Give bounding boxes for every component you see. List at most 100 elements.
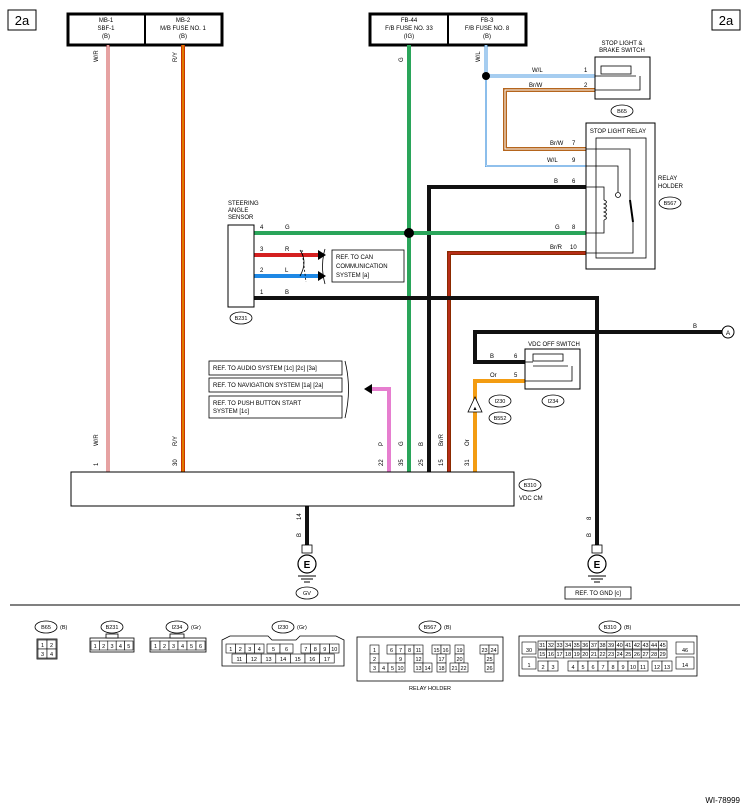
- svg-text:12: 12: [415, 657, 421, 663]
- svg-text:W/L: W/L: [547, 158, 558, 164]
- svg-text:3: 3: [41, 652, 44, 658]
- svg-text:VDC CM: VDC CM: [519, 496, 543, 502]
- svg-text:20: 20: [456, 657, 462, 663]
- stop-light-relay: STOP LIGHT RELAY 7 9 6 8 10 RELAY HOLDER…: [570, 122, 684, 270]
- connector-pin: 1: [369, 644, 380, 655]
- svg-text:15: 15: [295, 657, 301, 663]
- connector-pin: 16: [546, 649, 556, 659]
- svg-text:7: 7: [572, 141, 576, 147]
- section-tag-left: 2a: [7, 9, 37, 31]
- svg-text:8: 8: [611, 665, 614, 671]
- svg-text:I234: I234: [172, 625, 183, 631]
- connector-pin: 10: [329, 643, 340, 654]
- connector-pin: 11: [413, 644, 424, 655]
- svg-text:1: 1: [373, 648, 376, 654]
- connector-pin: 24: [615, 649, 625, 659]
- svg-text:4: 4: [382, 666, 385, 672]
- svg-text:B: B: [554, 179, 558, 185]
- connector-pin: 22: [597, 649, 608, 659]
- svg-text:8: 8: [587, 516, 593, 520]
- connector-pin: 1: [90, 640, 100, 651]
- svg-text:1: 1: [94, 644, 97, 650]
- svg-text:37: 37: [591, 643, 597, 649]
- connector-pin: 21: [449, 662, 460, 673]
- svg-text:(IG): (IG): [404, 34, 414, 40]
- svg-text:W/R: W/R: [94, 50, 100, 62]
- svg-text:11: 11: [236, 657, 242, 663]
- connector-pin: 31: [537, 640, 547, 650]
- connector-pin: 5: [387, 662, 398, 673]
- can-ref-box: REF. TO CAN COMMUNICATION SYSTEM [a]: [322, 248, 405, 285]
- svg-text:1: 1: [527, 663, 530, 669]
- connector-pin: 3: [37, 648, 48, 659]
- connector-pin: 26: [484, 662, 495, 673]
- svg-text:19: 19: [456, 648, 462, 654]
- svg-text:13: 13: [664, 665, 670, 671]
- svg-text:B231: B231: [106, 625, 119, 631]
- section-tag-right: 2a: [711, 9, 741, 31]
- svg-text:15: 15: [539, 652, 545, 658]
- connector-pin: 15: [431, 644, 442, 655]
- svg-text:29: 29: [660, 652, 666, 658]
- svg-text:24: 24: [490, 648, 496, 654]
- svg-text:24: 24: [617, 652, 623, 658]
- svg-text:17: 17: [324, 657, 330, 663]
- svg-text:9: 9: [621, 665, 624, 671]
- connector-pin: 13: [260, 653, 277, 664]
- svg-text:REF. TO CAN: REF. TO CAN: [336, 255, 373, 261]
- svg-text:5: 5: [514, 373, 518, 379]
- svg-text:15: 15: [433, 648, 439, 654]
- svg-text:21: 21: [591, 652, 597, 658]
- svg-text:L: L: [285, 268, 289, 274]
- svg-text:16: 16: [309, 657, 315, 663]
- relay-holder-caption: RELAY HOLDER: [409, 686, 451, 692]
- svg-text:7: 7: [601, 665, 604, 671]
- svg-text:14: 14: [297, 513, 303, 520]
- connector-pin: 6: [195, 640, 206, 651]
- svg-text:B310: B310: [604, 625, 617, 631]
- wire-p: P: [364, 384, 391, 472]
- svg-text:32: 32: [548, 643, 554, 649]
- connector-pin: 17: [319, 653, 335, 664]
- svg-text:2a: 2a: [15, 13, 30, 28]
- svg-text:STEERING: STEERING: [228, 201, 259, 207]
- connector-pin: 19: [572, 649, 582, 659]
- connector-pin: 9: [319, 643, 330, 654]
- svg-text:GV: GV: [303, 591, 311, 597]
- svg-text:12: 12: [654, 665, 660, 671]
- connector-pin: 14: [275, 653, 291, 664]
- wire-g-main: G G: [399, 45, 411, 472]
- connector-pin: 3: [244, 643, 255, 654]
- wire-ry: R/Y R/Y: [173, 45, 185, 472]
- svg-text:M/B FUSE NO. 1: M/B FUSE NO. 1: [160, 26, 206, 32]
- svg-text:4: 4: [119, 644, 122, 650]
- connector-pin: 27: [640, 649, 651, 659]
- svg-text:HOLDER: HOLDER: [658, 184, 684, 190]
- svg-text:3: 3: [260, 247, 264, 253]
- svg-text:B567: B567: [664, 201, 677, 207]
- svg-text:11: 11: [640, 665, 646, 671]
- svg-text:VDC OFF SWITCH: VDC OFF SWITCH: [528, 342, 580, 348]
- svg-text:2: 2: [102, 644, 105, 650]
- wire-b-offpage: B B: [473, 324, 722, 364]
- svg-text:5: 5: [581, 665, 584, 671]
- svg-text:G: G: [555, 225, 560, 231]
- connector-pin: 32: [546, 640, 556, 650]
- connector-pin: 14: [675, 656, 695, 670]
- svg-text:3: 3: [172, 644, 175, 650]
- svg-text:38: 38: [599, 643, 605, 649]
- connector-pin: 4: [567, 660, 579, 672]
- svg-text:2: 2: [239, 647, 242, 653]
- svg-text:B552: B552: [494, 416, 507, 422]
- svg-text:43: 43: [642, 643, 648, 649]
- connector-pin: 2: [235, 643, 246, 654]
- svg-text:B: B: [285, 290, 289, 296]
- connector-pin: 4: [254, 643, 265, 654]
- svg-text:9: 9: [323, 647, 326, 653]
- svg-text:1: 1: [260, 290, 264, 296]
- connector-pin: 11: [231, 653, 247, 664]
- svg-text:14: 14: [682, 663, 688, 669]
- svg-text:31: 31: [465, 459, 471, 466]
